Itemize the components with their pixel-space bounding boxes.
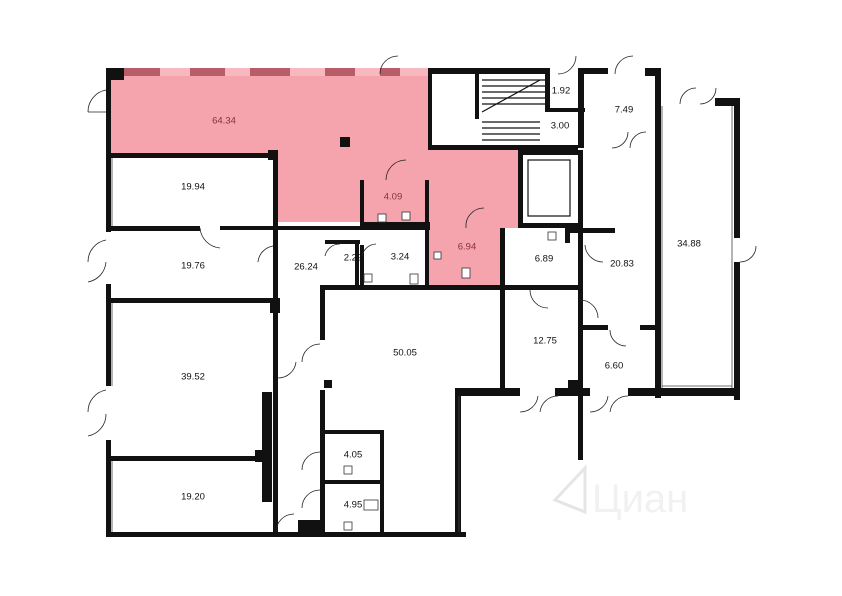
highlighted-unit [110,75,518,285]
room-area-label: 6.60 [605,361,624,372]
room-area-label: 26.24 [294,262,318,273]
toilet-icon [409,273,419,285]
watermark: Циан [552,464,688,521]
room-area-label: 6.94 [458,242,477,253]
watermark-text: Циан [592,477,688,521]
glazing [111,106,733,532]
fixtures [343,211,557,531]
sink-icon [433,251,442,260]
room-labels: 64.34 4.09 6.94 1.92 3.00 7.49 19.94 19.… [181,86,701,511]
room-area-label: 20.83 [610,259,634,270]
room-area-label: 3.00 [551,121,570,132]
sink-icon [343,465,353,475]
room-area-label: 7.49 [615,105,634,116]
room-area-label: 4.95 [344,500,363,511]
room-area-label: 4.05 [344,450,363,461]
room-area-label: 2.29 [344,253,363,264]
toilet-icon [363,273,373,283]
window-strip-top [106,68,428,76]
room-area-label: 12.75 [533,336,557,347]
room-area-label: 19.94 [181,182,205,193]
cian-logo-icon [552,464,587,515]
doors [87,55,757,533]
room-area-label: 34.88 [677,239,701,250]
room-area-label: 19.76 [181,261,205,272]
toilet-icon [401,211,411,221]
sink-icon [377,213,387,223]
bathtub-icon [363,499,379,511]
highlight-main-area [110,75,518,285]
room-area-label: 1.92 [552,86,571,97]
room-area-label: 4.09 [384,192,403,203]
room-area-label: 64.34 [212,116,236,127]
walls [106,68,740,537]
room-area-label: 50.05 [393,348,417,359]
sink-icon [547,231,557,241]
staircase [481,79,545,141]
room-area-label: 39.52 [181,372,205,383]
room-area-label: 6.89 [535,254,554,265]
room-area-label: 3.24 [391,252,410,263]
toilet-icon [461,267,471,279]
room-area-label: 19.20 [181,492,205,503]
sink-icon [343,521,353,531]
